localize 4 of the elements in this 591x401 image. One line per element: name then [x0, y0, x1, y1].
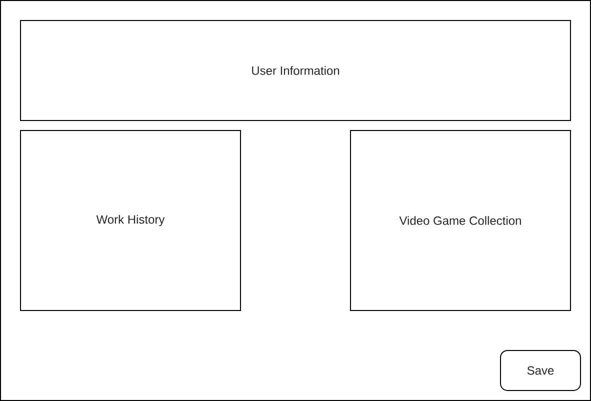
save-button: Save [500, 350, 581, 391]
section-box: Work History [20, 130, 241, 311]
section-box: Video Game Collection [350, 130, 571, 311]
section-box: User Information [20, 20, 571, 121]
